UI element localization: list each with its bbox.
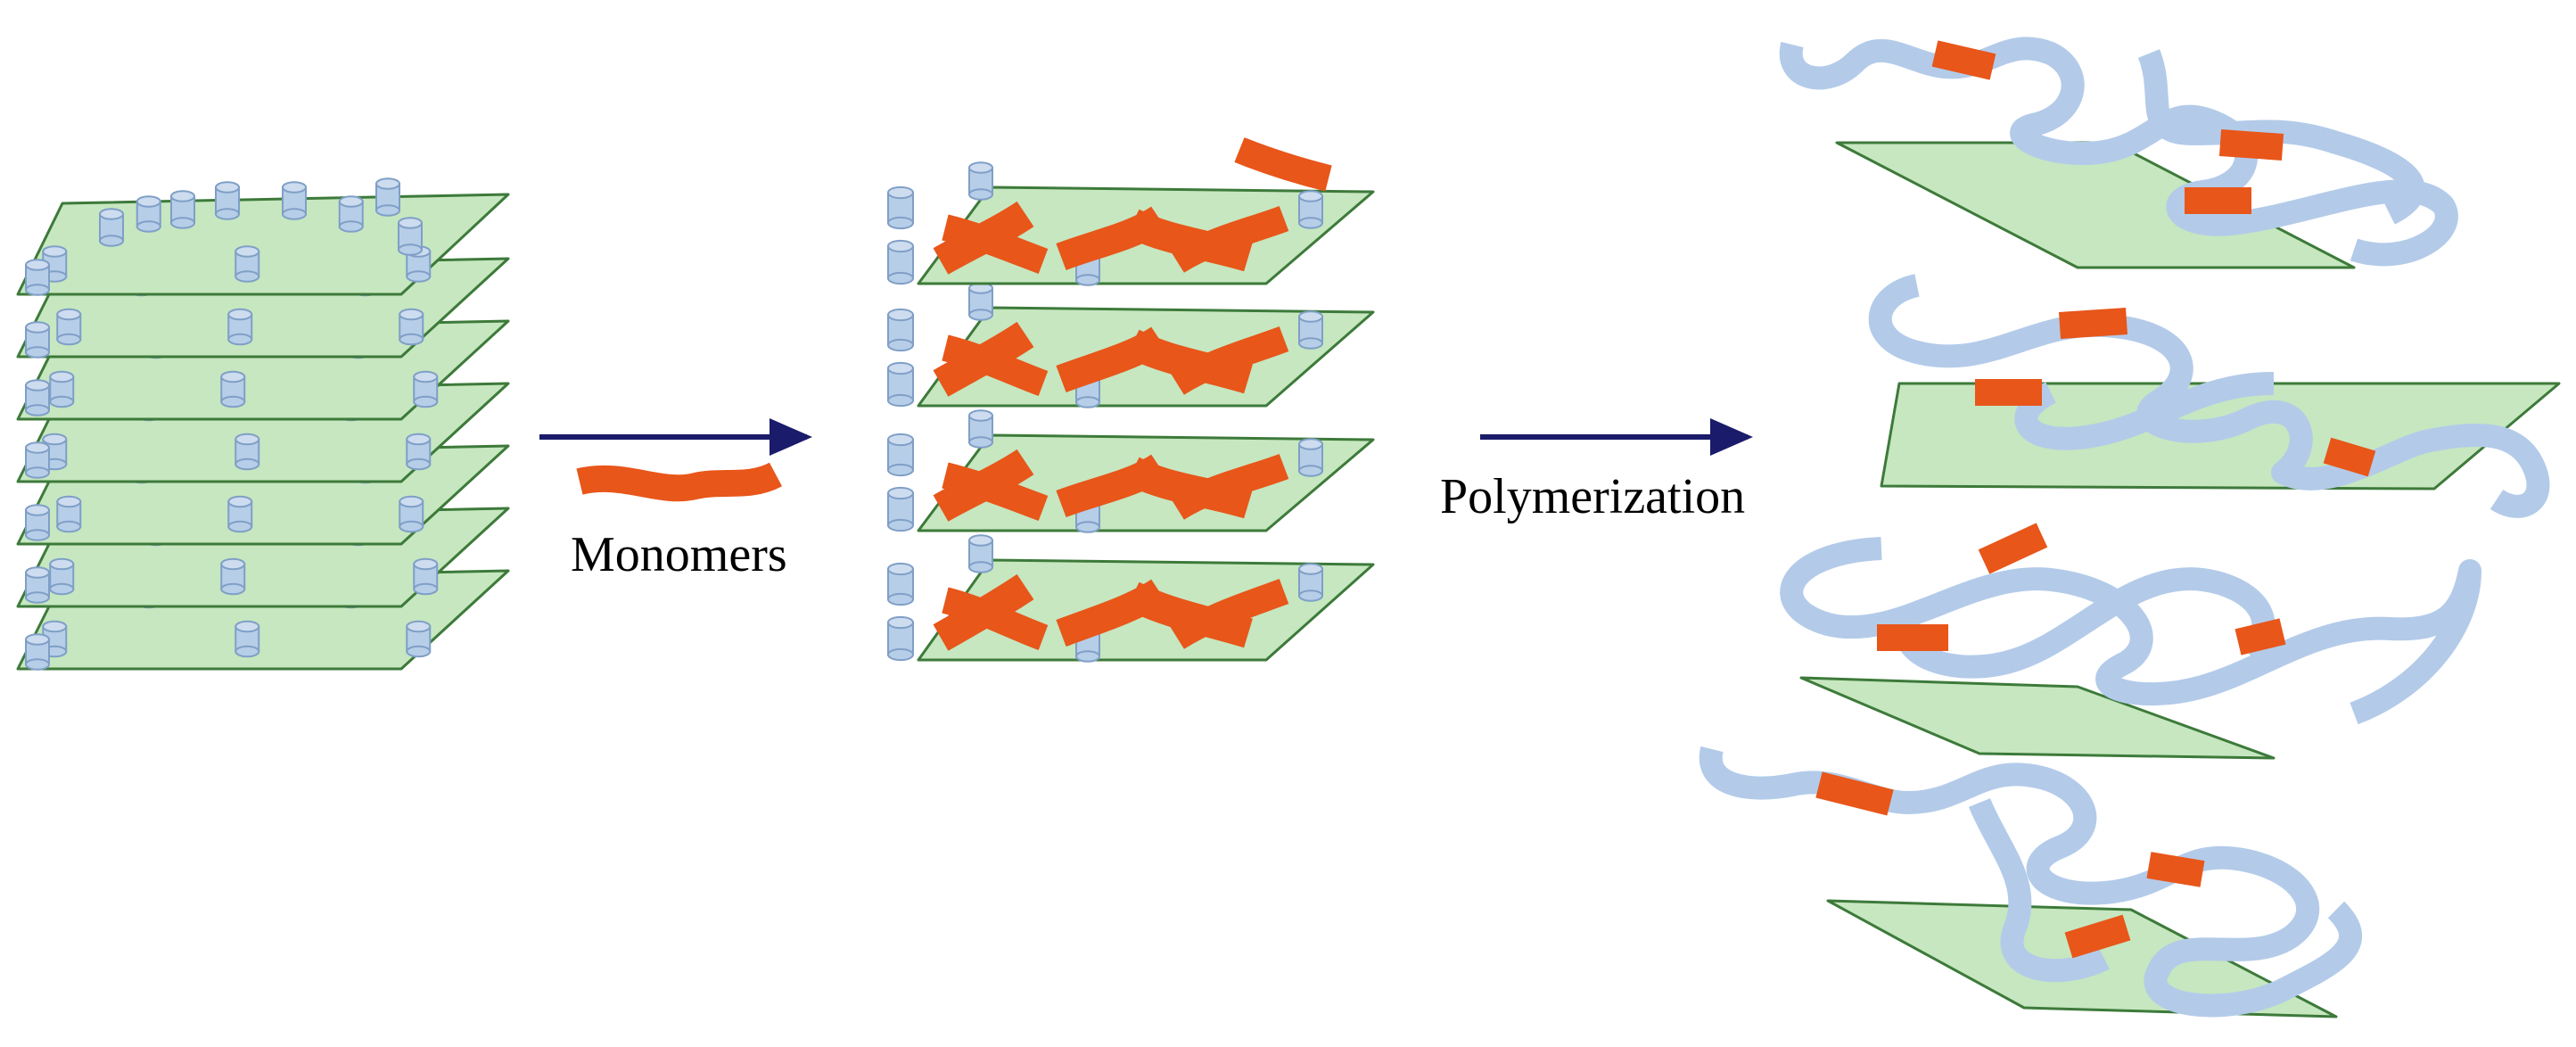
intercalant-cylinder-icon bbox=[399, 495, 424, 533]
intercalant-cylinder-icon bbox=[49, 370, 75, 408]
monomer-strip bbox=[1170, 205, 1289, 273]
intercalant-cylinder-icon bbox=[49, 557, 75, 596]
monomer-unit bbox=[1978, 523, 2048, 574]
intercalant-cylinder-icon bbox=[220, 557, 246, 596]
monomer-unit bbox=[2323, 437, 2376, 477]
intercalant-cylinder-icon bbox=[56, 495, 82, 533]
intercalant-cylinder-icon bbox=[968, 534, 993, 573]
intercalant-cylinder-icon bbox=[887, 239, 914, 285]
intercalant-cylinder-icon bbox=[887, 615, 914, 662]
intercalant-cylinder-icon bbox=[1298, 190, 1323, 229]
intercalant-cylinder-icon bbox=[227, 308, 253, 346]
intercalant-cylinder-icon bbox=[887, 562, 914, 606]
intercalant-cylinder-icon bbox=[220, 370, 246, 408]
intercalant-cylinder-icon bbox=[1298, 438, 1323, 477]
intercalant-cylinder-icon bbox=[413, 557, 439, 596]
intercalant-cylinder-icon bbox=[887, 308, 914, 352]
intercalant-cylinder-icon bbox=[399, 308, 424, 346]
monomer-unit bbox=[1931, 40, 1996, 80]
monomer-strip-icon bbox=[576, 462, 783, 502]
monomer-strip bbox=[942, 334, 1049, 397]
intercalant-cylinder-icon bbox=[406, 433, 432, 471]
intercalant-cylinder-icon bbox=[25, 504, 50, 541]
intercalant-cylinder-icon bbox=[375, 177, 400, 217]
monomer-strip bbox=[1170, 326, 1289, 395]
intercalant-cylinder-icon bbox=[235, 433, 260, 471]
stage-intercalated-monomers bbox=[887, 137, 1375, 663]
monomer-strip-icon bbox=[576, 462, 783, 502]
intercalant-cylinder-icon bbox=[25, 321, 50, 359]
intercalant-cylinder-icon bbox=[398, 217, 423, 256]
intercalant-cylinder-icon bbox=[227, 495, 253, 533]
monomer-strip bbox=[1170, 578, 1289, 649]
intercalant-cylinder-icon bbox=[406, 620, 432, 658]
intercalant-cylinder-icon bbox=[1298, 310, 1323, 350]
polymer-chain bbox=[1868, 274, 2550, 518]
monomer-strip bbox=[942, 462, 1049, 522]
monomer-strip bbox=[942, 214, 1049, 275]
polymer-chain bbox=[2137, 49, 2425, 225]
monomer-unit bbox=[2146, 852, 2205, 887]
polymer-chain bbox=[1968, 797, 2110, 983]
polymer-chain bbox=[1699, 746, 2362, 1018]
clay-sheet bbox=[1799, 676, 2276, 760]
stage-exfoliated-polymer bbox=[1699, 37, 2561, 1018]
intercalant-cylinder-icon bbox=[25, 259, 50, 296]
intercalant-cylinder-icon bbox=[887, 433, 914, 477]
intercalant-cylinder-icon bbox=[338, 195, 364, 233]
intercalant-cylinder-icon bbox=[235, 245, 260, 283]
intercalant-cylinder-icon bbox=[235, 620, 260, 658]
monomer-unit bbox=[2218, 129, 2284, 161]
intercalant-cylinder-icon bbox=[887, 486, 914, 532]
polymer-chain bbox=[2014, 372, 2275, 450]
intercalant-cylinder-icon bbox=[25, 441, 50, 479]
intercalant-cylinder-icon bbox=[56, 308, 82, 346]
intercalant-cylinder-icon bbox=[25, 566, 50, 604]
monomer-strip bbox=[1170, 453, 1289, 520]
intercalant-cylinder-icon bbox=[1298, 563, 1323, 602]
intercalant-cylinder-icon bbox=[968, 161, 993, 201]
monomer-strip bbox=[1125, 581, 1253, 648]
intercalant-cylinder-icon bbox=[282, 181, 307, 220]
intercalant-cylinder-icon bbox=[25, 379, 50, 416]
intercalant-cylinder-icon bbox=[887, 185, 914, 230]
intercalant-cylinder-icon bbox=[215, 181, 240, 220]
intercalant-cylinder-icon bbox=[25, 633, 50, 671]
intercalant-cylinder-icon bbox=[968, 409, 993, 449]
polymer-chain bbox=[1894, 567, 2276, 679]
monomer-unit bbox=[2234, 618, 2286, 655]
polymerization-label: Polymerization bbox=[1440, 469, 1745, 524]
intercalant-cylinder-icon bbox=[136, 195, 161, 233]
intercalant-cylinder-icon bbox=[413, 370, 439, 408]
stage-layered-clay bbox=[16, 177, 510, 671]
polymer-chain bbox=[1780, 537, 2481, 725]
monomer-unit bbox=[1815, 771, 1894, 816]
intercalant-cylinder-icon bbox=[170, 190, 195, 229]
monomer-unit bbox=[2064, 914, 2131, 959]
monomer-unit bbox=[2059, 308, 2127, 339]
monomer-strip bbox=[1234, 137, 1332, 192]
monomer-strip bbox=[942, 587, 1049, 651]
intercalant-cylinder-icon bbox=[887, 361, 914, 408]
intercalant-cylinder-icon bbox=[968, 282, 993, 321]
monomers-label: Monomers bbox=[571, 527, 787, 582]
intercalant-cylinder-icon bbox=[99, 208, 124, 247]
